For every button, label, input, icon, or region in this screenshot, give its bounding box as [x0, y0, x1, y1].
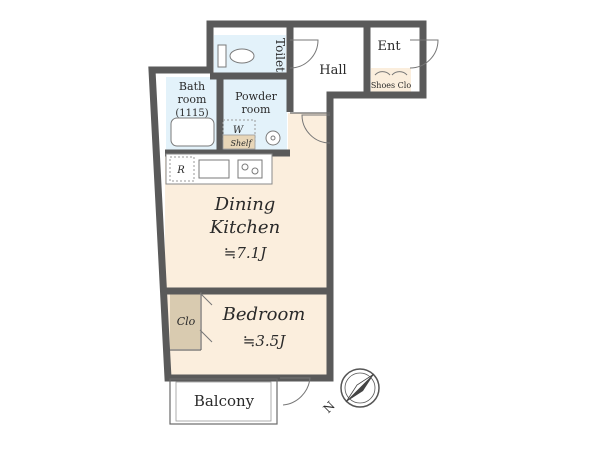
dining-kitchen-area: ≒7.1J — [224, 244, 267, 262]
refrigerator-space — [169, 156, 195, 182]
door-swing-icon — [289, 39, 319, 69]
compass-north-label: N — [321, 399, 338, 416]
stove-icon — [237, 159, 263, 179]
bath-room-label: Bath — [179, 80, 205, 93]
door-swing-icon — [374, 71, 408, 76]
sink-icon — [198, 159, 230, 179]
stove-burner — [241, 163, 249, 171]
bathtub-icon — [170, 117, 215, 147]
compass-icon — [340, 368, 380, 408]
door-swing-icon — [301, 114, 331, 144]
hall-label: Hall — [319, 63, 346, 78]
washer-label: W — [233, 125, 244, 136]
refrigerator-label: R — [176, 165, 185, 176]
door-swing-icon — [280, 377, 311, 406]
toilet-label: Toilet — [273, 38, 287, 72]
balcony-outline — [169, 378, 278, 425]
stove-burner — [251, 167, 259, 175]
shoes-closet-label: Shoes Clo — [371, 81, 412, 90]
bath-room-size: (1115) — [175, 108, 208, 119]
closet-floor — [170, 293, 200, 349]
outer-wall — [148, 20, 427, 382]
kitchen-counter — [165, 153, 273, 185]
entrance-label: Ent — [377, 39, 401, 54]
bedroom-label: Bedroom — [222, 304, 306, 325]
door-swing-icon — [199, 292, 213, 343]
shelf-label: Shelf — [231, 139, 254, 148]
dining-kitchen-label: Dining — [214, 194, 276, 215]
closet-label: Clo — [177, 315, 196, 328]
balcony-label: Balcony — [194, 392, 255, 410]
bedroom-floor — [165, 292, 327, 375]
toilet-tank — [217, 44, 227, 68]
powder-room-label: room — [242, 103, 272, 116]
drain-icon — [270, 135, 276, 141]
dining-kitchen-label: Kitchen — [209, 217, 280, 238]
door-swing-icon — [409, 39, 439, 69]
balcony-inner — [175, 381, 272, 422]
shelf-box — [222, 134, 256, 150]
sink-icon — [265, 130, 281, 146]
toilet-icon — [229, 48, 255, 64]
powder-room-label: Powder — [235, 90, 278, 103]
bedroom-area: ≒3.5J — [243, 332, 286, 350]
bath-room-label: room — [178, 93, 208, 106]
